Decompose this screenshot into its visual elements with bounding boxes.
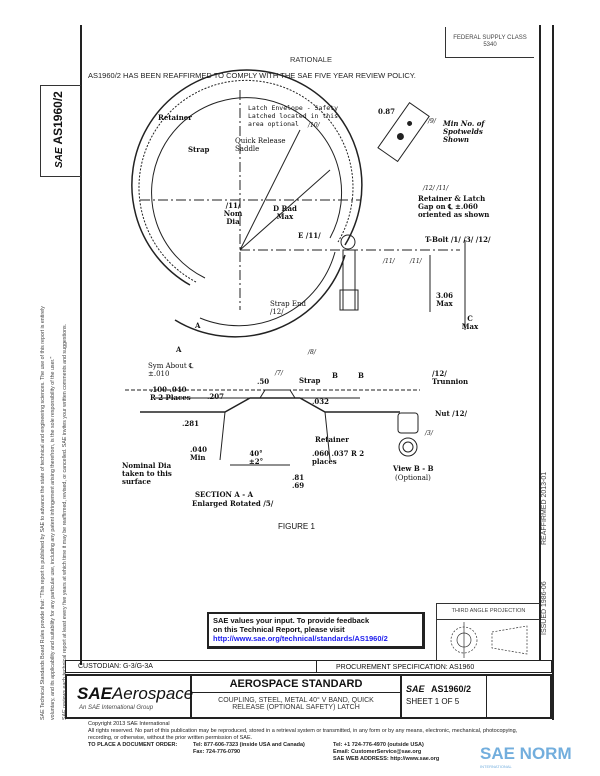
label-note-7: /7/	[275, 370, 283, 377]
label-radius-060: .060 .037 R 2 places	[312, 449, 365, 466]
watermark-subtext: INTERNATIONAL	[480, 764, 512, 769]
label-note-10: /10/	[308, 122, 320, 129]
order-label: TO PLACE A DOCUMENT ORDER:	[88, 742, 178, 748]
label-retainer-latch-gap: Retainer & Latch Gap on ℄ ±.060 oriented…	[418, 194, 490, 219]
label-trunnion: /12/ Trunnion	[432, 369, 469, 386]
label-radius-100: .100 .040 R 2 Places	[150, 385, 191, 402]
frame-left-line	[80, 25, 82, 665]
label-strap-end: Strap End /12/	[270, 300, 306, 316]
tel-intl: Tel: +1 724-776-4970 (outside USA)	[333, 742, 424, 748]
frame-right-line	[539, 25, 541, 660]
tel-us: Tel: 877-606-7323 (inside USA and Canada…	[193, 742, 305, 748]
label-nominal-dia: Nominal Dia taken to this surface	[122, 461, 172, 486]
label-d-rad-max: D Rad Max	[273, 204, 297, 221]
doc-number-cell: SAE AS1960/2 SHEET 1 OF 5	[402, 676, 487, 717]
label-dim-040: .040 Min	[190, 445, 208, 462]
federal-supply-class-number: 5340	[483, 42, 497, 48]
sheet-number: SHEET 1 OF 5	[406, 697, 460, 706]
frame-right-outer-line	[552, 25, 554, 720]
label-strap-section: Strap	[299, 376, 321, 385]
sae-norm-watermark: SAE NORM INTERNATIONAL	[480, 744, 572, 769]
copyright: Copyright 2013 SAE International	[88, 721, 170, 727]
label-dim-207: .207	[207, 392, 225, 401]
rationale-text: AS1960/2 HAS BEEN REAFFIRMED TO COMPLY W…	[88, 71, 416, 80]
label-note-9: /9/	[428, 118, 436, 125]
label-a1: A	[195, 321, 201, 330]
label-note-11a: /11/	[383, 258, 395, 265]
label-min-spotwelds: Min No. of Spotwelds Shown	[443, 119, 485, 144]
t-bolt	[342, 249, 356, 311]
email[interactable]: Email: CustomerService@sae.org	[333, 749, 422, 755]
rights-notice: All rights reserved. No part of this pub…	[88, 728, 518, 734]
label-note-12-11: /12/ /11/	[423, 185, 449, 192]
document-number: AS1960/2	[431, 684, 472, 694]
feedback-line-2: on this Technical Report, please visit	[213, 625, 345, 634]
label-sym-about: Sym About ℄ ±.010	[148, 362, 194, 378]
label-dim-032: .032	[312, 397, 330, 406]
label-t-bolt: T-Bolt /1/ /3/ /12/	[425, 235, 491, 244]
custodian-row: CUSTODIAN: G-3/G-3A PROCUREMENT SPECIFIC…	[65, 660, 552, 673]
label-view-bb: View B - B	[393, 464, 434, 473]
label-note-11b: /11/	[410, 258, 422, 265]
custodian: CUSTODIAN: G-3/G-3A	[78, 663, 153, 670]
label-quick-release-saddle: Quick Release Saddle	[235, 137, 286, 153]
feedback-line-1: SAE values your input. To provide feedba…	[213, 616, 370, 625]
federal-supply-class-box: FEDERAL SUPPLY CLASS 5340	[445, 27, 534, 58]
label-dim-306: 3.06 Max	[435, 291, 454, 308]
label-b2: B	[358, 371, 364, 380]
label-e: E /11/	[298, 231, 321, 240]
label-note-3: /3/	[425, 430, 433, 437]
trunnion-nut	[339, 289, 359, 311]
web-address[interactable]: SAE WEB ADDRESS: http://www.sae.org	[333, 756, 440, 762]
procurement-spec: PROCUREMENT SPECIFICATION: AS1960	[336, 664, 475, 671]
label-nom-dia: /11/ Nom Dia	[223, 201, 243, 226]
logo-subtitle: An SAE International Group	[79, 705, 154, 711]
label-angle: 40° ±2°	[248, 449, 264, 466]
label-c-max: C Max	[461, 314, 479, 331]
section-a-a	[125, 389, 420, 466]
figure-caption: FIGURE 1	[278, 522, 315, 531]
view-b-b	[397, 412, 419, 457]
label-retainer-section: Retainer	[315, 435, 349, 444]
label-retainer: Retainer	[158, 113, 192, 122]
label-a2: A	[176, 345, 182, 354]
label-dim-50: .50	[257, 377, 270, 386]
projection-title: THIRD ANGLE PROJECTION	[437, 604, 540, 620]
label-dim-087: 0.87	[378, 107, 396, 116]
latch-detail	[377, 101, 430, 163]
feedback-box: SAE values your input. To provide feedba…	[207, 612, 425, 649]
aerospace-logo-text: Aerospace	[111, 684, 194, 703]
projection-symbol	[450, 622, 528, 658]
label-dim-81: .81 .69	[292, 473, 305, 490]
feedback-link[interactable]: http://www.sae.org/technical/standards/A…	[213, 634, 388, 643]
document-title-line-1: COUPLING, STEEL, METAL 40° V BAND, QUICK	[218, 697, 374, 704]
document-title-line-2: RELEASE (OPTIONAL SAFETY) LATCH	[232, 704, 360, 711]
title-block: SAEAerospace An SAE International Group …	[65, 674, 552, 719]
label-strap: Strap	[188, 145, 210, 154]
t-bolt-pivot	[340, 234, 356, 250]
standard-cell: AEROSPACE STANDARD COUPLING, STEEL, META…	[192, 676, 402, 717]
watermark-text: SAE NORM	[480, 744, 572, 763]
rights-notice-2: recording, or otherwise, without the pri…	[88, 735, 253, 741]
sae-logo: SAE	[77, 684, 112, 703]
band-circle	[131, 69, 363, 338]
third-angle-projection-box: THIRD ANGLE PROJECTION	[436, 603, 540, 661]
label-dim-281: .281	[182, 419, 200, 428]
label-note-8: /8/	[308, 349, 316, 356]
label-latch-envelope: Latch Envelope - Safety Latched located …	[248, 104, 339, 128]
aerospace-standard-heading: AEROSPACE STANDARD	[192, 676, 400, 693]
federal-supply-class-label: FEDERAL SUPPLY CLASS	[453, 35, 527, 41]
label-nut: Nut /12/	[435, 409, 468, 418]
logo-cell: SAEAerospace An SAE International Group	[67, 676, 194, 717]
label-b1: B	[332, 371, 338, 380]
footer: Copyright 2013 SAE International All rig…	[88, 721, 517, 763]
label-enlarged-rotated: Enlarged Rotated /5/	[192, 499, 274, 508]
sae-doc-logo: SAE	[406, 684, 425, 694]
rationale-title: RATIONALE	[290, 55, 332, 64]
side-doc-tag-box: SAE AS1960/2	[40, 85, 81, 177]
label-section-aa: SECTION A - A	[195, 490, 254, 499]
label-optional: (Optional)	[395, 474, 431, 482]
fax: Fax: 724-776-0790	[193, 749, 241, 755]
